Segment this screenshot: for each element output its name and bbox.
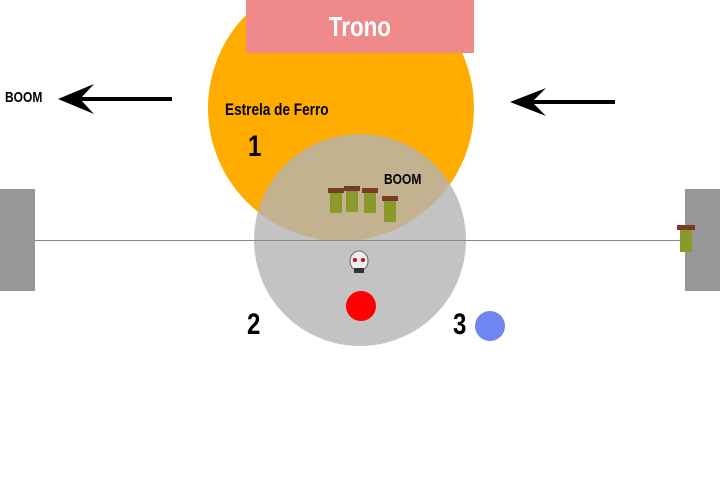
goblin-icon [328, 188, 344, 213]
goblin-icon [382, 196, 398, 222]
zone-3-number: 3 [453, 308, 467, 341]
left-wall [0, 189, 35, 291]
boom-label-center: BOOM [384, 171, 422, 188]
arrow-left-icon [58, 84, 172, 114]
zone-1-label: Estrela de Ferro [225, 100, 329, 119]
throne-label: Trono [328, 10, 392, 42]
skull-icon [349, 250, 369, 273]
goblin-icon [677, 225, 695, 252]
throne-banner: Trono [246, 0, 474, 53]
arrow-left-icon [510, 88, 615, 116]
zone-1-number: 1 [248, 130, 262, 163]
zone-2-number: 2 [247, 308, 261, 341]
boom-label-left: BOOM [5, 89, 43, 106]
lane-line [35, 240, 685, 241]
goblin-group [328, 186, 398, 222]
blue-marker [475, 311, 505, 341]
goblin-icon [344, 186, 360, 212]
goblin-icon [362, 188, 378, 213]
red-marker [346, 291, 376, 321]
